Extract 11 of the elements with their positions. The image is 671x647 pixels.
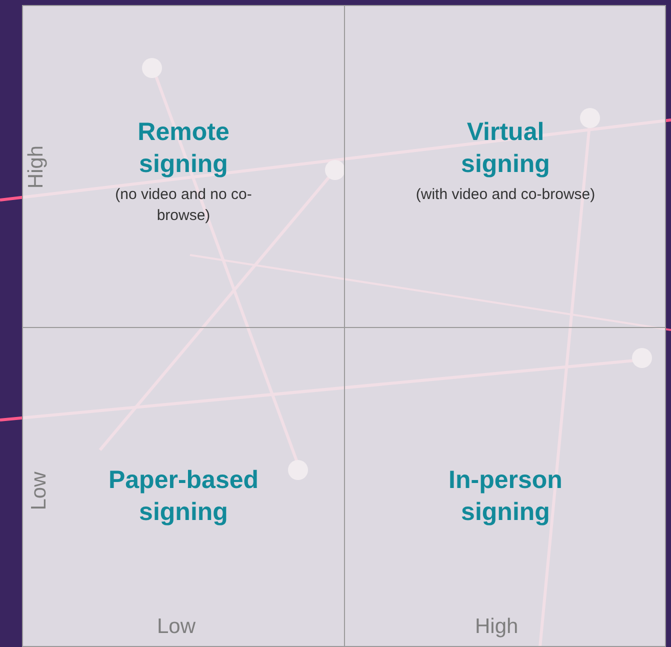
axis-label: Low <box>26 472 52 510</box>
quadrant-title: Remote signing <box>136 117 230 180</box>
quadrant-title: Paper-based signing <box>107 465 260 528</box>
quadrant <box>23 6 345 328</box>
quadrant-title: In-person signing <box>448 465 564 528</box>
axis-label: High <box>475 614 518 640</box>
quadrant-note: (no video and no co-browse) <box>114 185 253 226</box>
quadrant-note: (with video and co-browse) <box>416 185 596 205</box>
axis-label: High <box>24 145 49 189</box>
quadrant-title: Virtual signing <box>460 117 551 180</box>
axis-label: Low <box>157 614 196 640</box>
